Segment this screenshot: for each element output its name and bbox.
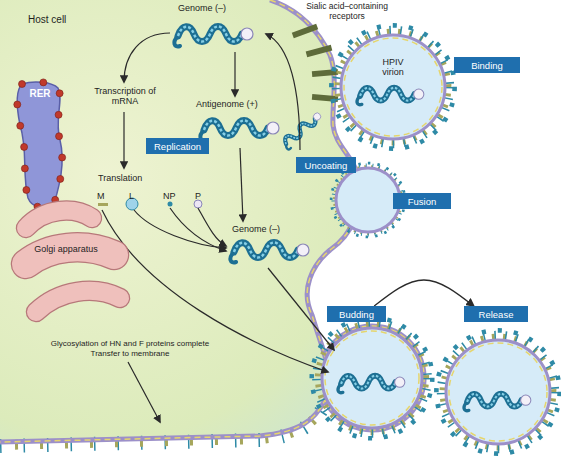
rer-outline	[14, 80, 66, 210]
ribosome-dot	[59, 154, 66, 161]
ribosome-dot	[40, 79, 47, 86]
ribosome-dot	[21, 165, 28, 172]
genome-label: Genome (–)	[232, 224, 302, 234]
step-name: Binding	[471, 60, 503, 71]
step-box: Binding	[454, 57, 520, 73]
step-name: Fusion	[408, 196, 437, 207]
organelle-golgi: Golgi apparatus	[14, 200, 129, 340]
protein-label: P	[195, 191, 211, 201]
step-box: Budding	[327, 306, 386, 322]
genome-label: Antigenome (+)	[196, 99, 276, 109]
receptor-label: Sialic acid–containing receptors	[293, 2, 401, 21]
step-name: Uncoating	[305, 160, 348, 171]
ribosome-dot	[19, 81, 26, 88]
note-label: Glycosylation of HN and F proteins compl…	[30, 340, 230, 349]
ribosome-dot	[56, 133, 63, 140]
virion-particle: HPIV virion	[341, 35, 445, 139]
protein-label: L	[129, 191, 145, 201]
flow-arrow	[374, 280, 473, 306]
region-label: Host cell	[28, 14, 98, 25]
genome-label: Genome (–)	[178, 3, 248, 13]
golgi-outline	[14, 200, 129, 340]
structure-name: HPIV virion	[373, 35, 413, 78]
step-box: Release	[464, 306, 528, 322]
ribosome-dot	[56, 90, 63, 97]
protein-label: NP	[163, 191, 183, 201]
ribosome-dot	[23, 186, 30, 193]
process-label: Transcription of mRNA	[90, 86, 160, 106]
ribosome-dot	[14, 101, 21, 108]
step-name: Replication	[154, 141, 201, 152]
ribosome-dot	[55, 111, 62, 118]
process-label: Translation	[98, 173, 168, 183]
ribosome-dot	[21, 143, 28, 150]
step-name: Release	[479, 309, 514, 320]
step-box: Replication	[146, 138, 209, 154]
step-box: Fusion	[393, 193, 451, 209]
structure-name: Golgi apparatus	[34, 244, 98, 254]
ribosome-dot	[57, 175, 64, 182]
virion-envelope	[341, 35, 445, 139]
note-label: Transfer to membrane	[30, 350, 230, 359]
step-name: Budding	[339, 309, 374, 320]
organelle-rer: RER	[14, 80, 66, 210]
structure-name: RER	[14, 88, 66, 99]
ribosome-dot	[17, 122, 24, 129]
step-box: Uncoating	[296, 157, 356, 173]
protein-label: M	[97, 191, 113, 201]
